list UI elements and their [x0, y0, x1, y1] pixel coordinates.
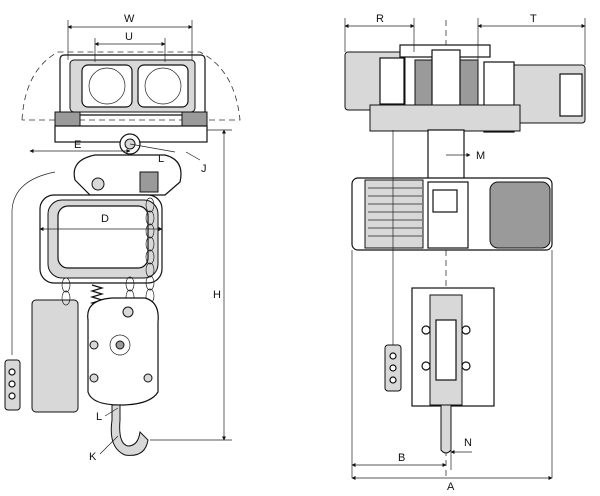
dim-label-h: H: [213, 289, 221, 301]
front-view: W U E L J D H L K: [4, 13, 241, 463]
hook-block-bolt-1: [89, 340, 99, 350]
pendant-button-1: [8, 368, 16, 376]
suspension-plate: [73, 154, 182, 196]
side-view: R T M B N A: [344, 13, 586, 493]
dim-label-u: U: [125, 31, 133, 43]
hoist-side-label: [432, 189, 458, 213]
side-hook-pin-1: [421, 325, 431, 335]
suspension-pin: [91, 177, 105, 191]
left-motor-cap: [379, 57, 405, 105]
rail-outline: [21, 51, 241, 121]
wheel-right: [144, 67, 182, 105]
pendant-cable: [11, 171, 56, 355]
side-pendant-button-1: [389, 352, 397, 360]
dim-label-l-hook: L: [96, 411, 102, 423]
dim-label-d: D: [101, 213, 109, 225]
cooling-fins: [368, 187, 422, 237]
hook-block-sheave-hub: [115, 340, 125, 350]
dim-line-l-side: [129, 143, 176, 153]
side-hook-block-face: [435, 319, 457, 381]
dim-label-r: R: [376, 13, 384, 25]
side-hook: [440, 404, 452, 454]
dim-label-j: J: [201, 163, 207, 175]
suspension-block: [139, 171, 159, 193]
dim-label-e: E: [74, 139, 81, 151]
hoist-side-finned: [364, 179, 424, 249]
pendant-button-3: [8, 392, 16, 400]
hoist-side-gearcase: [489, 181, 551, 249]
load-chain: [61, 197, 155, 306]
dim-label-k: K: [89, 451, 97, 463]
side-hook-pin-3: [421, 361, 431, 371]
trolley-wheel-right: [459, 59, 479, 106]
hook-block-pin-top: [122, 306, 134, 318]
dim-label-b: B: [398, 452, 405, 464]
hook-block-bolt-2: [89, 373, 99, 383]
dim-label-w: W: [124, 13, 135, 25]
dim-label-m: M: [476, 150, 485, 162]
chain-bag: [31, 299, 79, 413]
trolley-bottom: [369, 104, 521, 132]
hook-block-sheave: [109, 334, 131, 356]
trolley-wheel-left: [414, 59, 434, 106]
hook: [110, 404, 149, 456]
hook-block: [87, 297, 159, 406]
side-pendant-button-3: [389, 376, 397, 384]
dim-line-k: [99, 435, 119, 455]
right-motor-cap: [559, 73, 583, 117]
hook-block-bolt-3: [143, 373, 153, 383]
dim-label-n: N: [464, 437, 472, 449]
side-hook-pin-4: [461, 361, 471, 371]
side-hook-pin-2: [461, 325, 471, 335]
trolley-window-right: [137, 64, 189, 108]
dim-label-t: T: [530, 13, 537, 25]
trolley-window-left: [81, 64, 133, 108]
dim-label-l-side: L: [158, 153, 164, 165]
side-pendant-button-2: [389, 364, 397, 372]
dim-line-l-hook: [104, 407, 119, 417]
dim-label-a: A: [447, 481, 455, 493]
wheel-left: [88, 67, 126, 105]
pendant-button-2: [8, 380, 16, 388]
